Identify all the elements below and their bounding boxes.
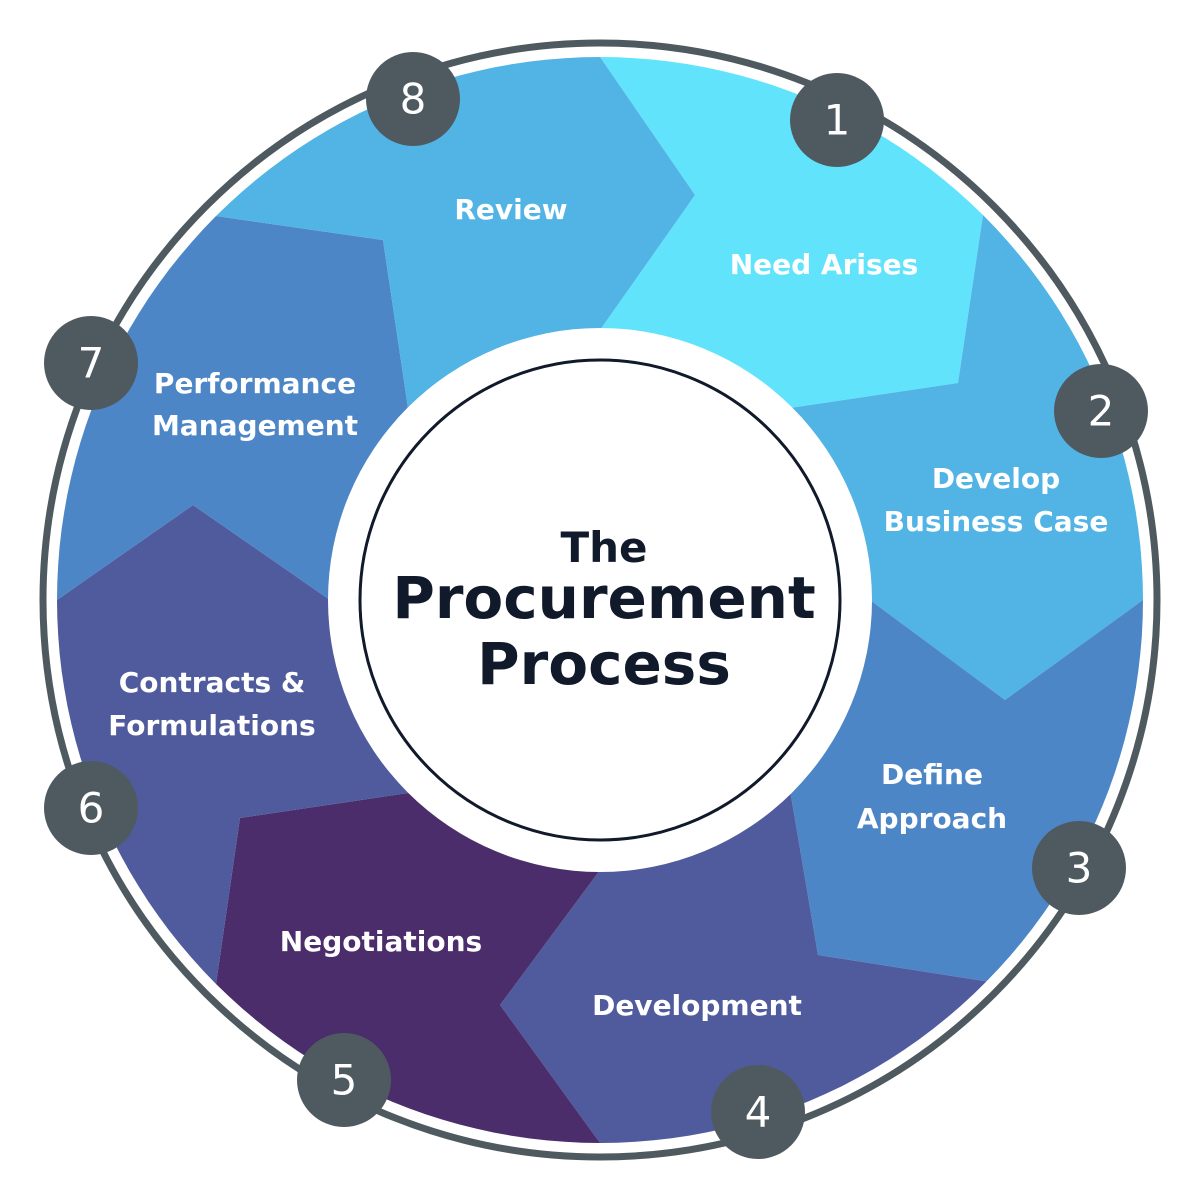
step-label: Formulations	[108, 709, 315, 742]
outer-ring	[39, 39, 1161, 1161]
step-badge	[297, 1033, 391, 1127]
step-label: Need Arises	[730, 248, 919, 281]
step-label: Develop	[932, 462, 1060, 495]
step-label: Business Case	[884, 505, 1109, 538]
title-line-3: Process	[477, 630, 731, 698]
step-badge	[1054, 364, 1148, 458]
step-number: 3	[1066, 844, 1093, 893]
step-number: 2	[1088, 387, 1115, 436]
step-label: Performance	[154, 367, 356, 400]
step-label: Development	[592, 989, 802, 1022]
step-number: 7	[78, 339, 105, 388]
step-label: Negotiations	[280, 925, 482, 958]
title-line-2: Procurement	[392, 564, 815, 632]
step-badge	[1032, 821, 1126, 915]
step-label: Review	[454, 193, 567, 226]
step-badge	[790, 73, 884, 167]
step-label: Contracts &	[119, 666, 306, 699]
step-badge	[366, 52, 460, 146]
center-circle	[358, 358, 842, 842]
step-number: 8	[400, 75, 427, 124]
step-number: 6	[78, 784, 105, 833]
step-number: 4	[745, 1088, 772, 1137]
step-number: 5	[331, 1056, 358, 1105]
step-number: 1	[824, 96, 851, 145]
step-label: Approach	[857, 802, 1007, 835]
title-line-1: The	[560, 523, 647, 572]
step-label: Define	[881, 758, 983, 791]
step-label: Management	[152, 409, 358, 442]
step-badge	[711, 1065, 805, 1159]
step-badge	[44, 316, 138, 410]
step-badge	[44, 761, 138, 855]
